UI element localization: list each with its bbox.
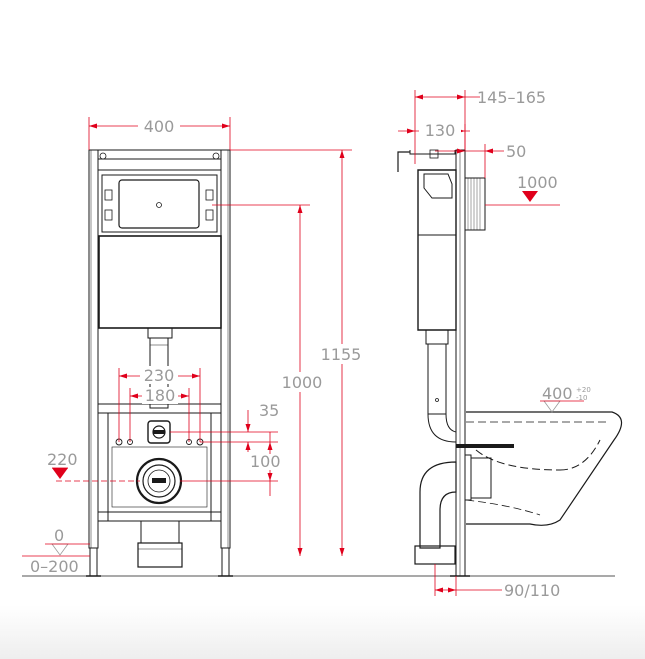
label-floor-range: 0–200 <box>30 557 79 576</box>
flush-button-icon <box>156 202 162 208</box>
label-frame-width: 400 <box>144 117 175 136</box>
dimension-frame-width: 400 <box>88 116 231 150</box>
dimension-outlet-height: 1000 <box>212 204 324 556</box>
label-bowl-height: 400 <box>542 384 573 403</box>
right-post <box>220 149 231 549</box>
label-outlet-height: 1000 <box>282 373 323 392</box>
label-floor-zero: 0 <box>54 526 64 545</box>
side-post <box>455 149 466 577</box>
side-drain-bend <box>419 461 457 549</box>
label-bolt-spacing-outer: 230 <box>144 366 175 385</box>
label-drain-height: 220 <box>47 450 78 469</box>
side-view <box>397 149 623 577</box>
dimension-drain-height: 220 <box>47 450 140 482</box>
dimension-drain-depth: 90/110 <box>434 564 560 600</box>
label-drain-offset: 100 <box>250 452 281 471</box>
label-flush-offset: 35 <box>259 401 279 420</box>
dimension-connector-offsets: 35 100 <box>170 401 288 496</box>
dimension-depth-range: 145–165 <box>414 88 546 164</box>
front-view <box>86 149 233 577</box>
side-flange <box>464 177 486 231</box>
side-cistern <box>417 169 457 331</box>
label-bolt-spacing-inner: 180 <box>145 386 176 405</box>
left-foot <box>89 547 98 577</box>
dimension-total-height: 1155 <box>230 149 364 556</box>
bottom-fade <box>0 605 645 659</box>
dimension-depth: 130 <box>398 121 470 150</box>
label-total-height: 1155 <box>321 345 362 364</box>
wall-hung-bowl <box>466 411 623 526</box>
dimension-bowl-height: 400 +20 -10 <box>540 384 591 413</box>
label-pipe-offset: 50 <box>506 142 526 161</box>
dimension-pipe-offset: 50 <box>435 142 526 178</box>
label-depth: 130 <box>425 121 456 140</box>
label-depth-range: 145–165 <box>477 88 546 107</box>
label-height-mark: 1000 <box>517 173 558 192</box>
label-bowl-height-minus: -10 <box>576 394 587 402</box>
label-drain-depth: 90/110 <box>504 581 560 600</box>
dimension-bolt-spacing: 230 180 <box>118 366 201 442</box>
left-post <box>88 149 99 549</box>
drain-pipe <box>140 520 180 544</box>
cistern <box>98 235 222 329</box>
dimension-floor: 0 0–200 <box>22 526 90 576</box>
right-foot <box>221 547 230 577</box>
side-flush-pipe <box>427 343 447 415</box>
flush-plate <box>118 179 200 229</box>
label-bowl-height-plus: +20 <box>576 386 591 394</box>
dimension-height-mark: 1000 <box>485 173 560 206</box>
